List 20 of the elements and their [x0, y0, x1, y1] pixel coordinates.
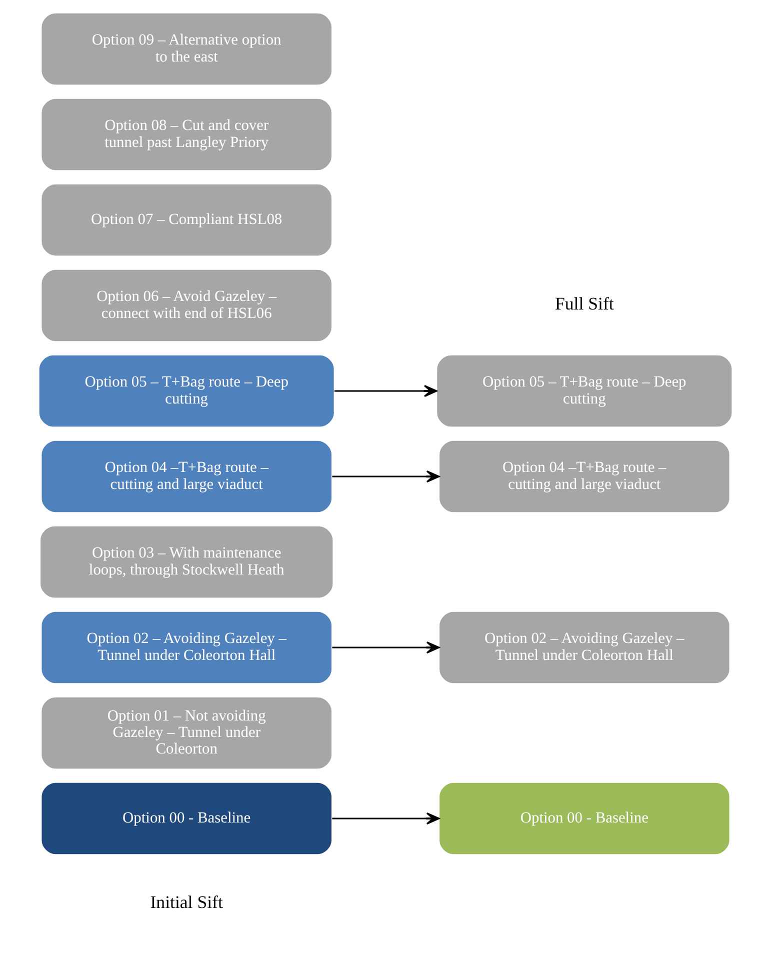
node-box: Option 01 – Not avoiding Gazeley – Tunnel under Coleorton [40, 696, 333, 770]
label: Full Sift [554, 294, 614, 314]
node-box: Option 05 – T+Bag route – Deep cutting [436, 354, 733, 428]
node-box: Option 00 - Baseline [438, 782, 730, 856]
node-box: Option 04 –T+Bag route – cutting and large viaduct [438, 440, 730, 514]
node-box: Option 08 – Cut and cover tunnel past Langley Priory [40, 98, 333, 172]
label: Initial Sift [150, 892, 223, 912]
node-box: Option 07 – Compliant HSL08 [40, 183, 333, 257]
node-box: Option 03 – With maintenance loops, through Stockwell Heath [39, 525, 334, 599]
arrow [332, 641, 440, 654]
node-box: Option 04 –T+Bag route – cutting and large viaduct [40, 440, 333, 514]
arrow [332, 812, 440, 825]
arrow [334, 384, 438, 398]
node-box: Option 00 - Baseline [40, 782, 333, 856]
node-box: Option 05 – T+Bag route – Deep cutting [38, 354, 336, 428]
node-box: Option 02 – Avoiding Gazeley – Tunnel under Coleorton Hall [40, 610, 333, 684]
node-box: Option 06 – Avoid Gazeley – connect with end of HSL06 [40, 268, 333, 342]
arrow [332, 470, 440, 483]
node-box: Option 02 – Avoiding Gazeley – Tunnel under Coleorton Hall [438, 610, 730, 684]
node-box: Option 09 – Alternative option to the east [40, 12, 333, 86]
